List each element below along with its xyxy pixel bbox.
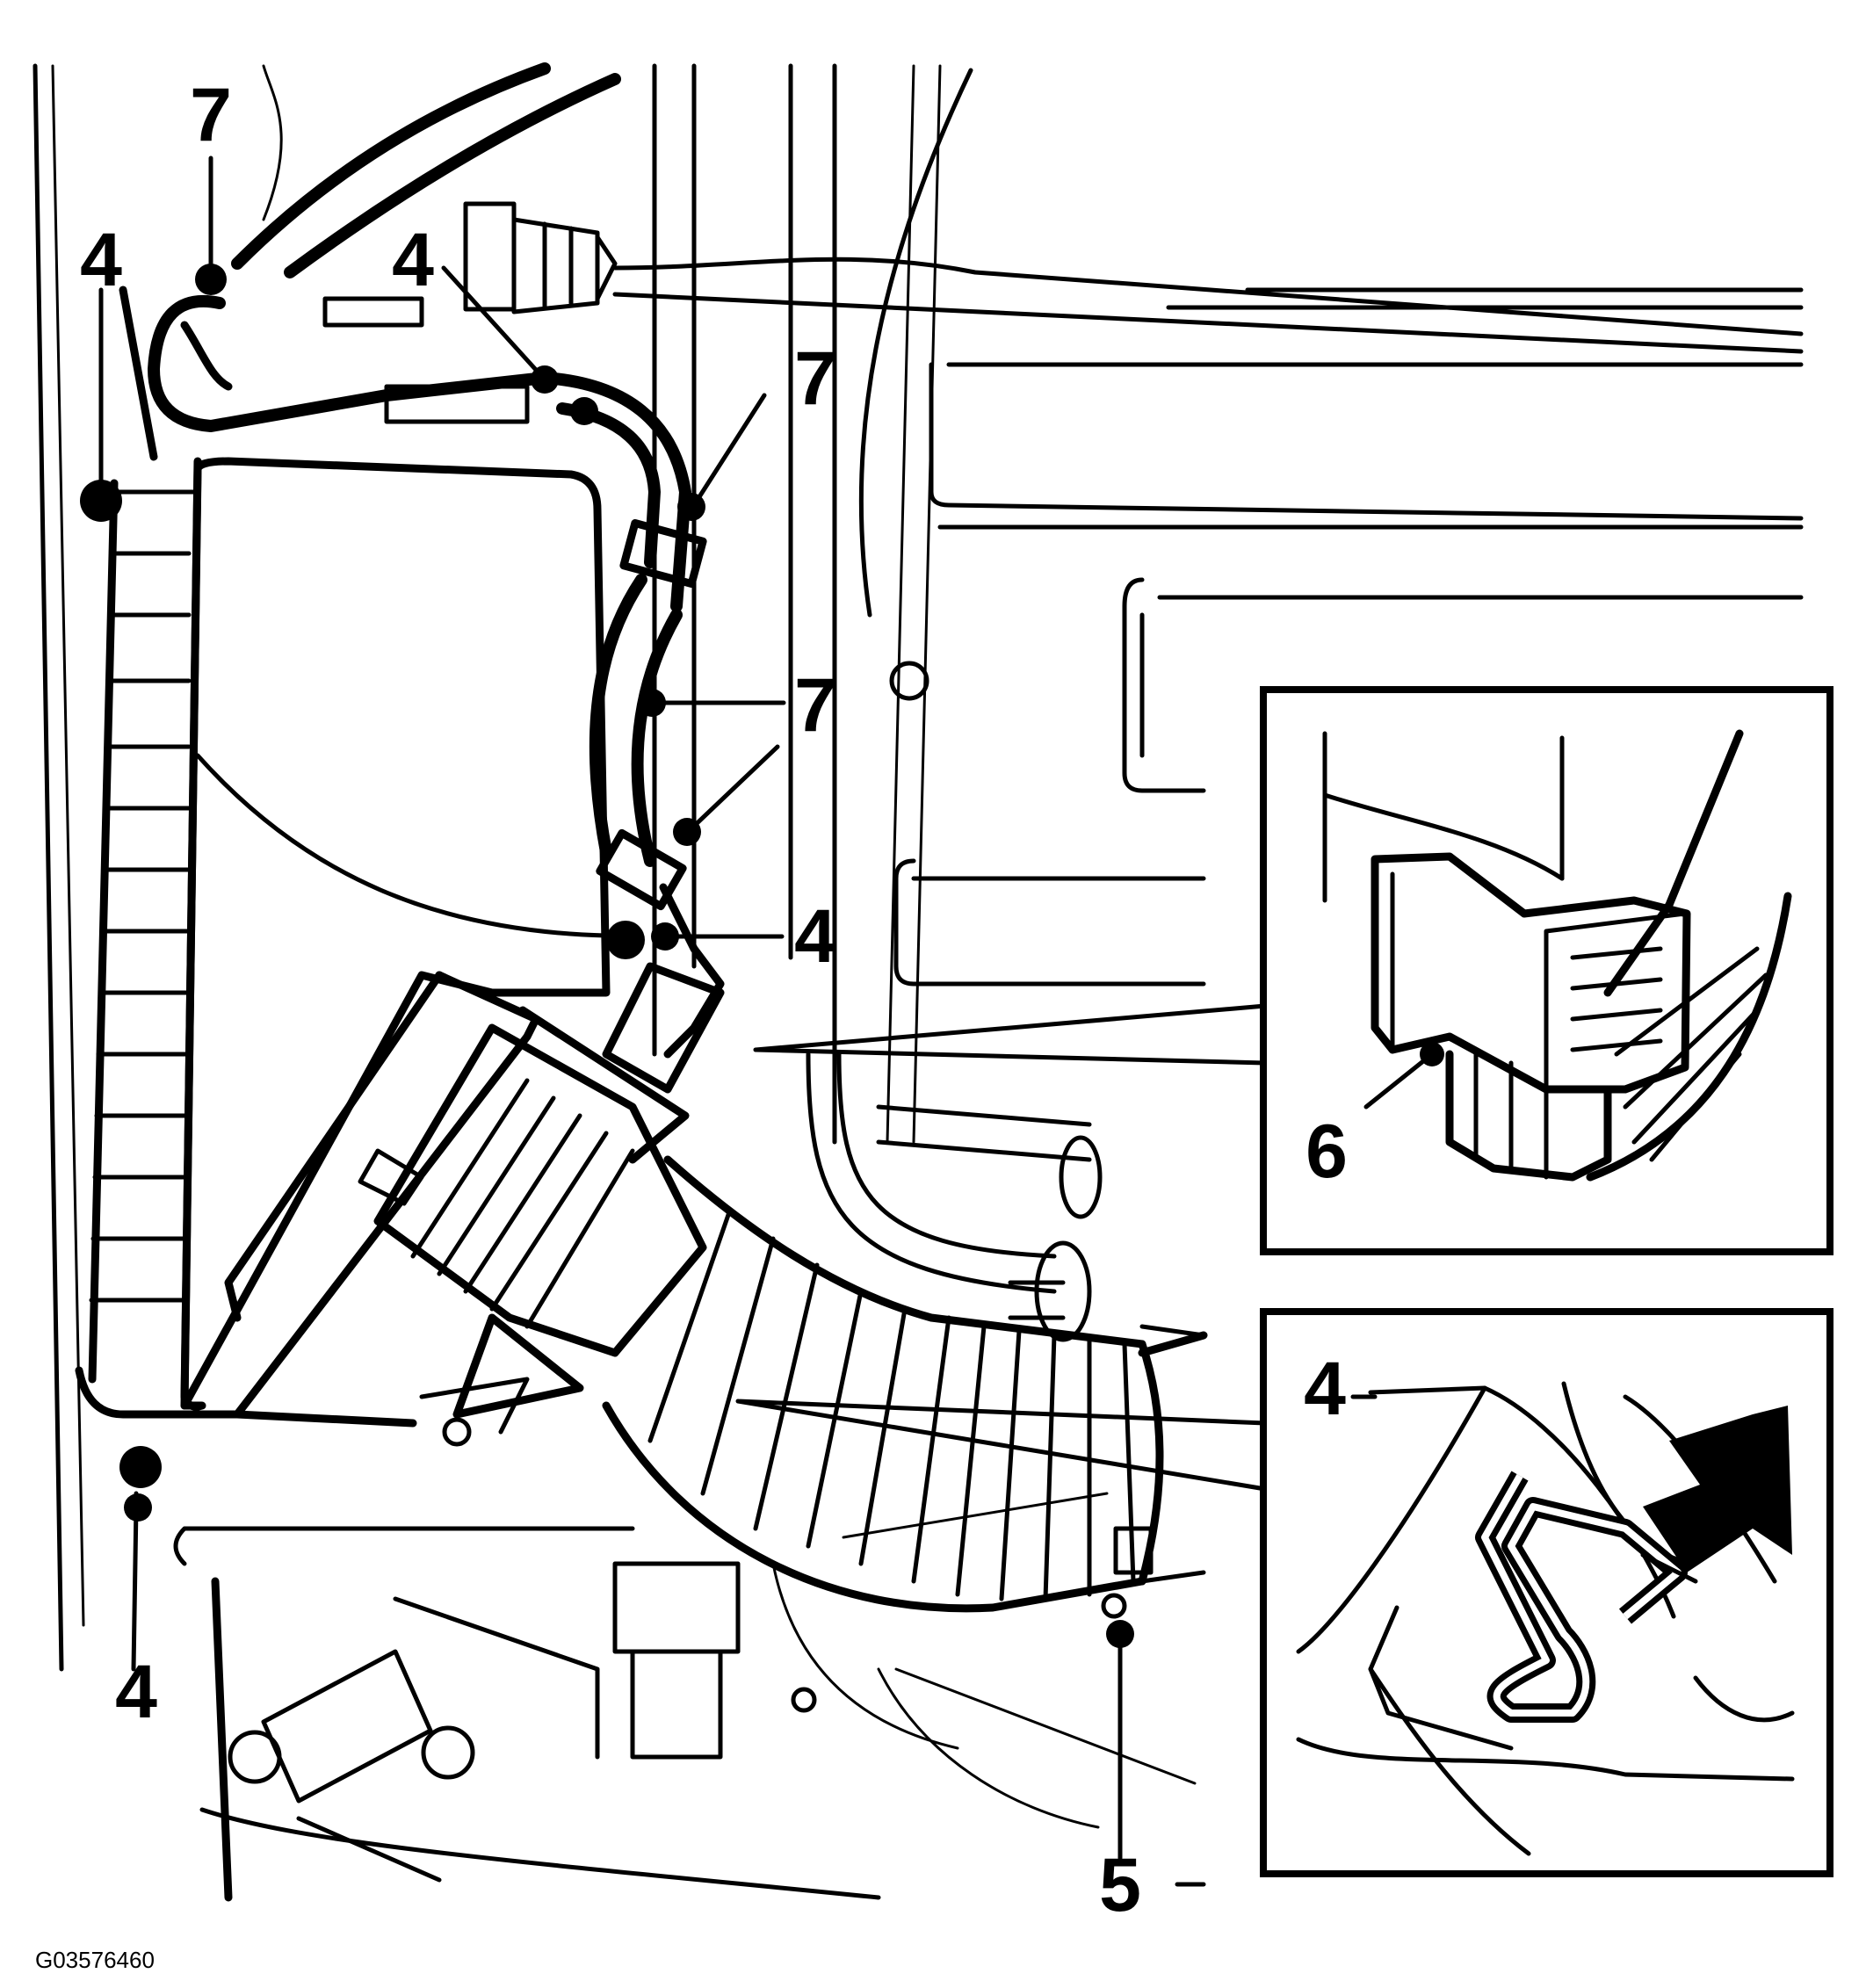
callout-7-top: 7 [190, 73, 232, 157]
callout-labels: 7 4 4 7 7 4 6 4 4 5 [80, 73, 1348, 1927]
callout-7-right-upper: 7 [794, 336, 836, 421]
leader-lines [80, 155, 1268, 1887]
inset-connector-detail [1260, 686, 1833, 1255]
callout-5-bottom: 5 [1099, 1843, 1141, 1927]
air-filter-housing [75, 201, 1206, 1619]
callout-4-inset: 4 [1304, 1347, 1346, 1431]
callout-4-right-mid: 4 [794, 894, 836, 979]
figure-id: G03576460 [35, 1947, 155, 1973]
callout-6-inset: 6 [1305, 1110, 1348, 1194]
callout-7-right-mid: 7 [794, 663, 836, 748]
callout-4-bottom-left: 4 [115, 1650, 157, 1734]
inset-clip-detail [1260, 1308, 1833, 1877]
callout-4-top-mid: 4 [392, 218, 434, 302]
callout-4-top-left: 4 [80, 218, 122, 302]
engine-bay-background [33, 62, 1804, 1902]
